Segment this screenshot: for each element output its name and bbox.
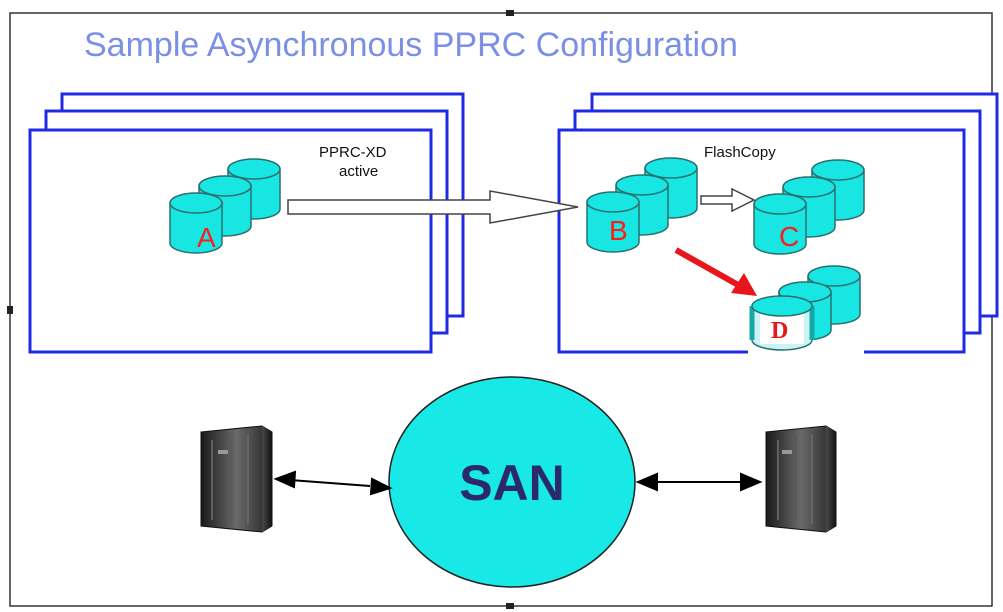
frame-handle-bottom [506, 603, 514, 609]
left-server-san-link [273, 470, 393, 496]
volume-group-c-icon [753, 159, 865, 255]
volume-c-label: C [779, 221, 799, 252]
san-cloud [388, 376, 636, 588]
volume-d-label: D [771, 318, 788, 344]
right-server-icon [765, 425, 837, 533]
diagram-title: Sample Asynchronous PPRC Configuration [84, 26, 738, 64]
copy-arrow-b-to-d [674, 247, 757, 296]
san-label: SAN [459, 455, 565, 511]
left-server-icon [200, 425, 273, 533]
pprc-active-label: active [339, 163, 378, 180]
pprc-xd-label: PPRC-XD [319, 144, 387, 161]
volume-group-a-icon [169, 158, 281, 254]
frame-handle-top [506, 10, 514, 16]
volume-b-label: B [609, 215, 628, 246]
volume-group-b-icon [586, 157, 698, 253]
volume-group-d-icon [749, 265, 861, 351]
flashcopy-arrow-b-to-c [700, 187, 756, 213]
frame-handle-left [7, 306, 13, 314]
volume-a-label: A [197, 222, 216, 253]
pprc-replication-arrow [287, 190, 579, 224]
flashcopy-label: FlashCopy [704, 144, 776, 161]
right-server-san-link [635, 472, 763, 492]
